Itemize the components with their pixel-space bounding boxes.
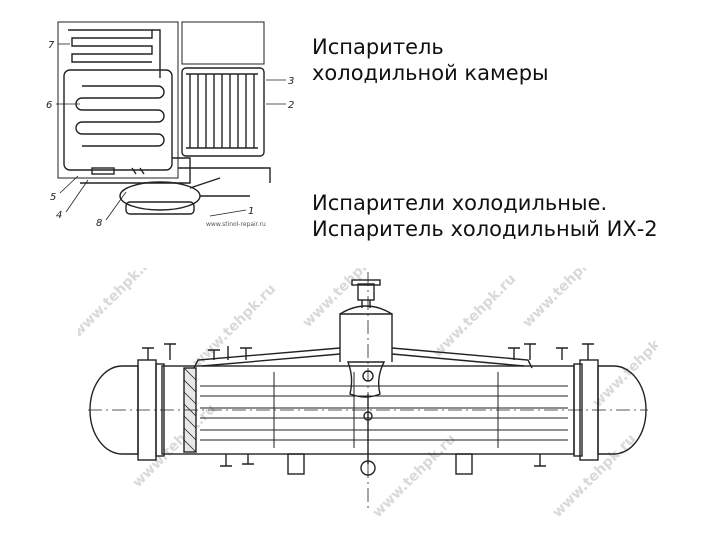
top-watermark: www.stinol-repair.ru: [206, 221, 266, 228]
suction-pipe-right: [391, 347, 533, 369]
left-end-cap: [89, 365, 139, 455]
svg-text:www.tehpk.ru: www.tehpk.ru: [130, 401, 220, 491]
bottom-nozzle-left: [287, 453, 305, 475]
condenser-box: [181, 21, 265, 65]
svg-text:www.tehpk.ru: www.tehpk.ru: [520, 268, 610, 331]
label-2: 2: [288, 100, 294, 111]
svg-text:www.tehpk.ru: www.tehpk.ru: [550, 431, 640, 521]
caption-bottom: Испарители холодильные. Испаритель холод…: [312, 190, 658, 243]
top-serpentine: [68, 29, 153, 63]
label-6: 6: [46, 100, 52, 111]
svg-text:www.tehpk.ru: www.tehpk.ru: [78, 268, 159, 341]
separator-dome: [339, 313, 393, 362]
caption-top-line1: Испаритель: [312, 35, 444, 59]
condenser-frame: [181, 67, 265, 157]
tube-bundle: [200, 385, 568, 441]
caption-top: Испаритель холодильной камеры: [312, 34, 549, 87]
caption-top-line2: холодильной камеры: [312, 61, 549, 86]
bottom-nozzle-right: [455, 453, 473, 475]
caption-bottom-line2: Испаритель холодильный ИХ-2: [312, 217, 658, 242]
right-end-cap: [597, 365, 647, 455]
caption-bottom-line1: Испарители холодильные.: [312, 191, 608, 215]
svg-text:www.tehpk.ru: www.tehpk.ru: [300, 268, 390, 331]
top-nozzle: [357, 283, 375, 301]
valve-body: [346, 361, 386, 398]
label-5: 5: [50, 192, 56, 203]
condenser-tubes: [189, 74, 255, 148]
evaporator-coils: [75, 85, 165, 147]
label-8: 8: [96, 218, 102, 229]
shell-tube-evaporator-diagram: www.tehpk.ru www.tehpk.ru www.tehpk.ru w…: [78, 268, 658, 521]
evaporator-frame: [63, 69, 173, 171]
svg-text:www.tehpk.ru: www.tehpk.ru: [430, 271, 520, 361]
label-4: 4: [56, 210, 62, 221]
label-7: 7: [48, 40, 55, 51]
label-3: 3: [288, 76, 294, 87]
compressor: [119, 181, 201, 211]
refrigerator-evaporator-diagram: 7 6 5 4 8 3 2 1 www.stinol-repair.ru: [46, 21, 294, 229]
suction-pipe-left: [193, 347, 341, 369]
svg-text:www.tehpk.ru: www.tehpk.ru: [370, 431, 460, 521]
label-1: 1: [248, 206, 254, 217]
